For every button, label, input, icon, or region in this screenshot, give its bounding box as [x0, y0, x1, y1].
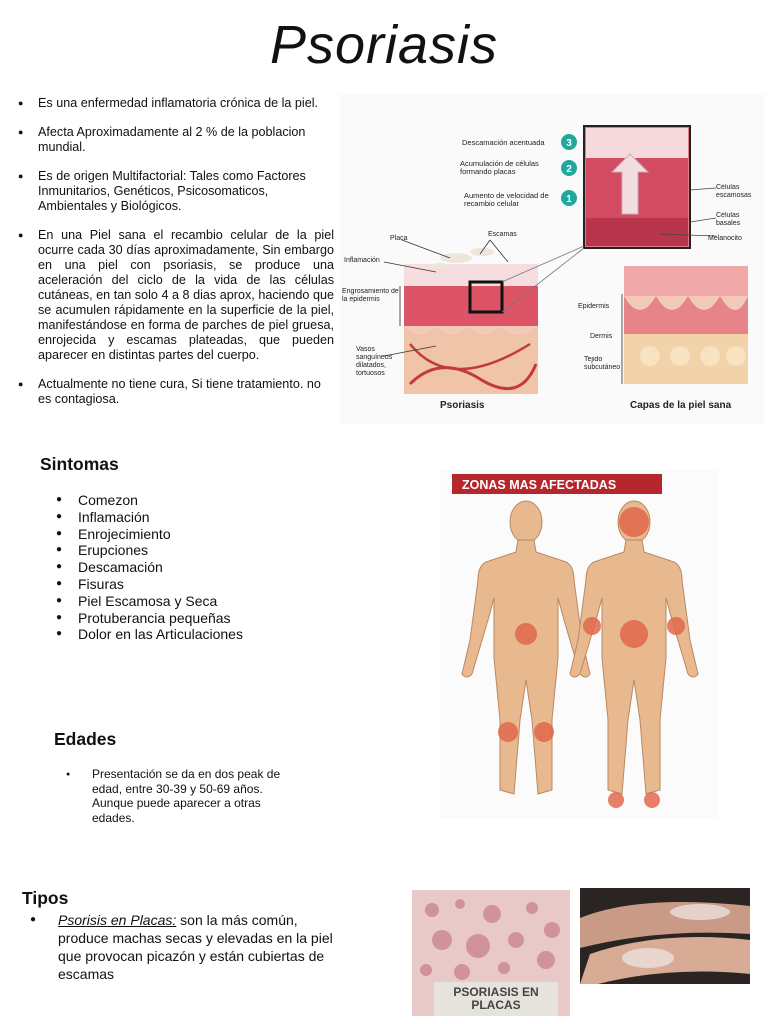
psoriasis-photo-back: PSORIASIS EN PLACAS: [412, 890, 570, 1016]
diagram-label: Vasos sanguíneos dilatados, tortuosos: [356, 346, 393, 377]
list-item: Es una enfermedad inflamatoria crónica d…: [16, 96, 334, 111]
list-item: Descamación: [56, 559, 296, 576]
list-item: Erupciones: [56, 542, 296, 559]
cell-label: Melanocito: [708, 235, 742, 242]
skin-layers-diagram: 3 2 1 Descamación acentuada Acumulación …: [340, 94, 764, 424]
diagram-caption: Psoriasis: [440, 400, 485, 411]
diagram-label: Engrosamiento de la epidermis: [342, 288, 399, 303]
list-item: Inflamación: [56, 509, 296, 526]
list-item: Enrojecimiento: [56, 526, 296, 543]
intro-list: Es una enfermedad inflamatoria crónica d…: [16, 96, 334, 421]
banner: [452, 474, 662, 494]
sintomas-list: Comezon Inflamación Enrojecimiento Erupc…: [56, 492, 296, 643]
layer-label: Epidermis: [578, 303, 610, 310]
section-heading: Sintomas: [40, 454, 119, 474]
layer-label: Dermis: [590, 333, 613, 340]
section-heading: Tipos: [22, 888, 69, 908]
list-item: Fisuras: [56, 576, 296, 593]
psoriasis-photo-elbow: [580, 888, 750, 984]
step-number: 2: [566, 164, 572, 175]
diagram-caption: Capas de la piel sana: [630, 400, 732, 411]
list-item: Es de origen Multifactorial: Tales como …: [16, 169, 334, 214]
sintomas-heading: Sintomas: [40, 454, 119, 475]
step-label: Descamación acentuada: [462, 138, 545, 147]
banner-label: ZONAS MAS AFECTADAS: [462, 478, 616, 492]
list-item: Protuberancia pequeñas: [56, 610, 296, 627]
type-name: Psorisis en Placas:: [58, 912, 177, 928]
list-item: Presentación se da en dos peak de edad, …: [66, 767, 296, 825]
step-label: Acumulación de células formando placas: [460, 160, 539, 176]
diagram-label: Inflamación: [344, 257, 380, 264]
step-number: 3: [566, 138, 572, 149]
tipos-list: Psorisis en Placas: son la más común, pr…: [30, 911, 350, 983]
page-title: Psoriasis: [269, 15, 499, 75]
diagram-label: Escamas: [488, 231, 517, 238]
step-label: Aumento de velocidad de recambio celular: [464, 192, 549, 208]
section-heading: Edades: [54, 729, 117, 749]
step-number: 1: [566, 194, 572, 205]
photo-label: PSORIASIS EN PLACAS: [453, 985, 539, 1012]
cell-label: Células escamosas: [716, 184, 752, 199]
edades-list: Presentación se da en dos peak de edad, …: [66, 767, 296, 825]
list-item: Dolor en las Articulaciones: [56, 626, 296, 643]
diagram-label: Placa: [390, 235, 408, 242]
list-item: Psorisis en Placas: son la más común, pr…: [30, 911, 350, 983]
list-item: Piel Escamosa y Seca: [56, 593, 296, 610]
affected-zones-figure: ZONAS MAS AFECTADAS: [440, 470, 718, 818]
type-description: son la más común, produce machas secas y…: [58, 912, 333, 982]
layer-label: Tejido subcutáneo: [584, 356, 621, 371]
list-item: Afecta Aproximadamente al 2 % de la pobl…: [16, 125, 334, 155]
list-item: En una Piel sana el recambio celular de …: [16, 228, 334, 363]
list-item: Comezon: [56, 492, 296, 509]
cell-label: Células basales: [716, 212, 741, 227]
list-item: Actualmente no tiene cura, Si tiene trat…: [16, 377, 334, 407]
